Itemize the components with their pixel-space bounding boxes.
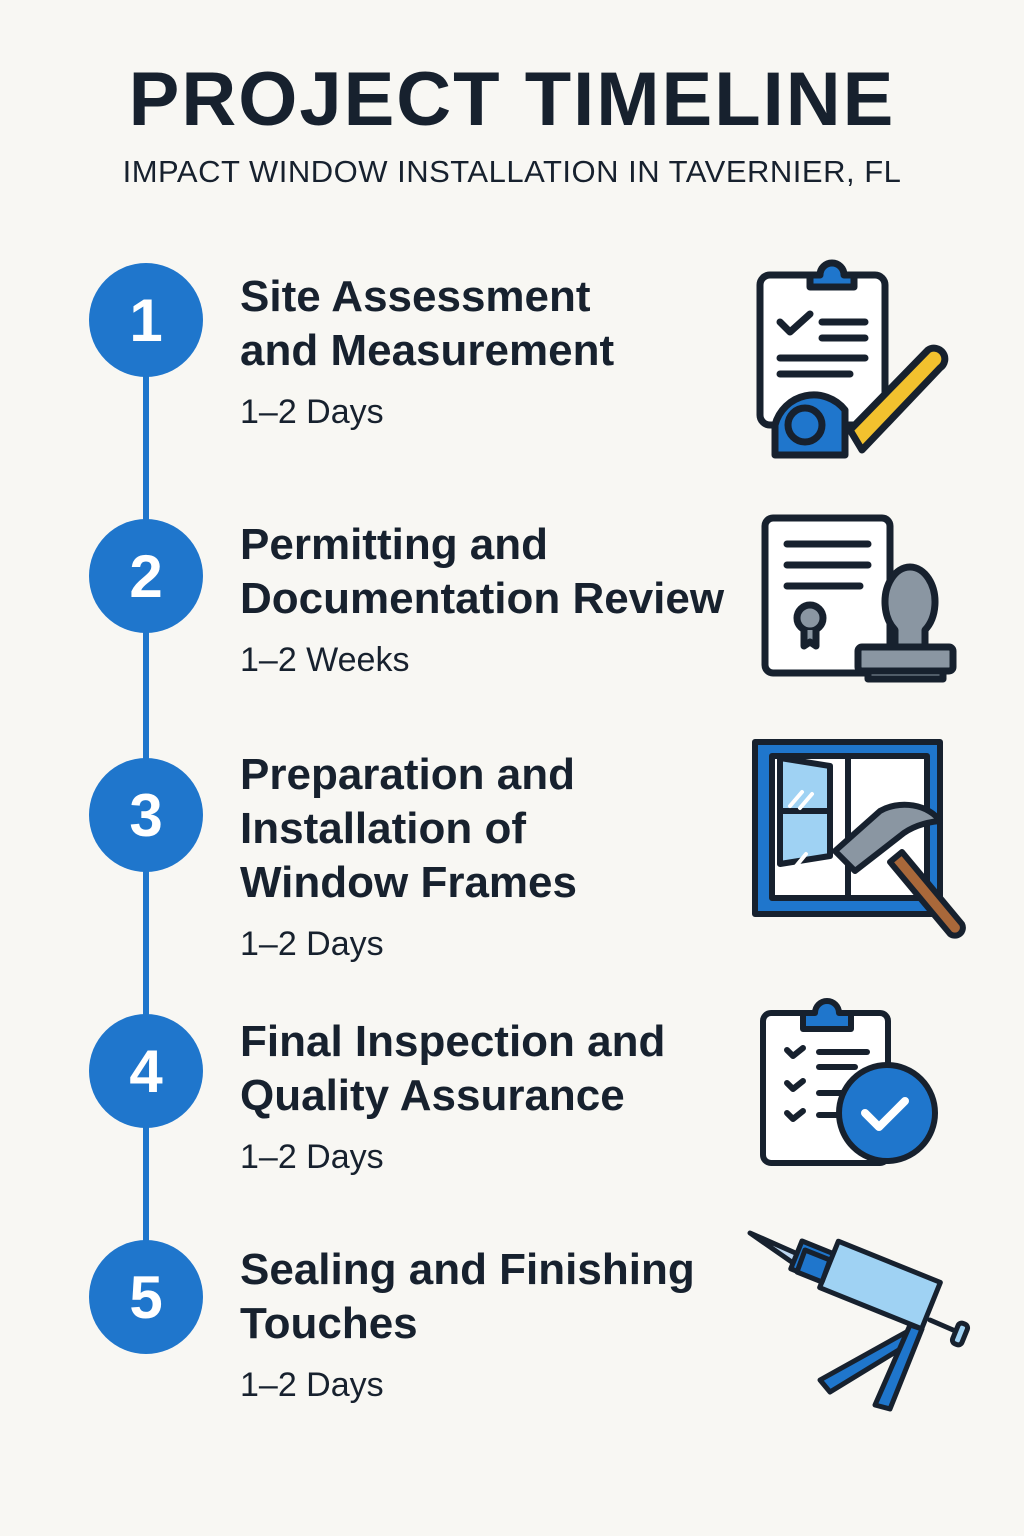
step-title: Permitting and Documentation Review [240,520,725,623]
step-number-badge: 2 [89,519,203,633]
step-number-badge: 4 [89,1014,203,1128]
timeline-step: Preparation and Installation of Window F… [240,748,577,964]
step-duration: 1–2 Days [240,393,384,431]
step-duration: 1–2 Days [240,1366,384,1404]
checklist-check-icon [760,998,938,1166]
window-hammer-icon [752,739,966,939]
timeline-step: Sealing and Finishing Touches 1–2 Days [240,1243,695,1405]
step-number-badge: 5 [89,1240,203,1354]
clipboard-tape-measure-icon [756,259,949,459]
step-title: Sealing and Finishing Touches [240,1245,695,1348]
step-number-badge: 1 [89,263,203,377]
step-duration: 1–2 Days [240,925,384,963]
document-stamp-icon [761,514,957,683]
timeline-step: Final Inspection and Quality Assurance 1… [240,1015,665,1177]
timeline-step: Site Assessment and Measurement 1–2 Days [240,270,614,432]
step-title: Final Inspection and Quality Assurance [240,1017,666,1120]
step-number-badge: 3 [89,758,203,872]
caulking-gun-icon [747,1230,971,1412]
step-title: Site Assessment and Measurement [240,272,615,375]
page-subtitle: IMPACT WINDOW INSTALLATION IN TAVERNIER,… [122,154,902,189]
timeline-step: Permitting and Documentation Review 1–2 … [240,518,724,680]
step-duration: 1–2 Days [240,1138,384,1176]
page-title: PROJECT TIMELINE [128,57,896,142]
step-title: Preparation and Installation of Window F… [240,750,577,907]
step-duration: 1–2 Weeks [240,641,410,679]
